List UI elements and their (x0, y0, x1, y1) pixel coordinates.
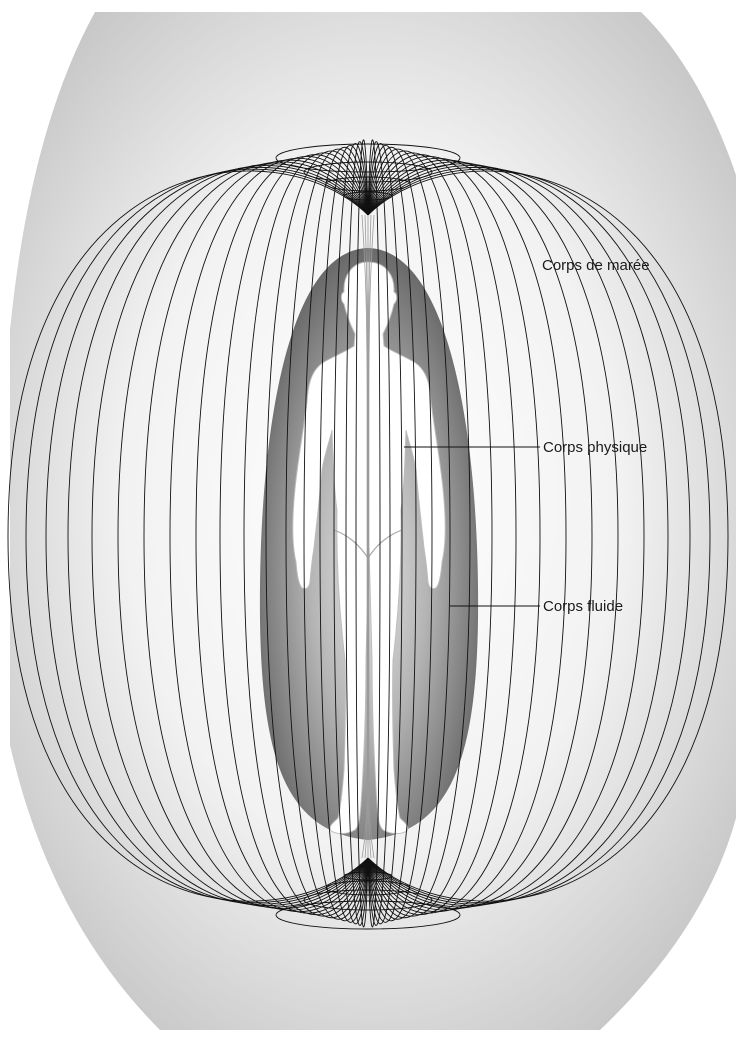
label-fluid-body: Corps fluide (543, 598, 623, 615)
label-physical-body: Corps physique (543, 439, 647, 456)
label-tidal-body: Corps de marée (542, 257, 650, 274)
callout-tidal-body: Corps de marée (542, 257, 650, 274)
